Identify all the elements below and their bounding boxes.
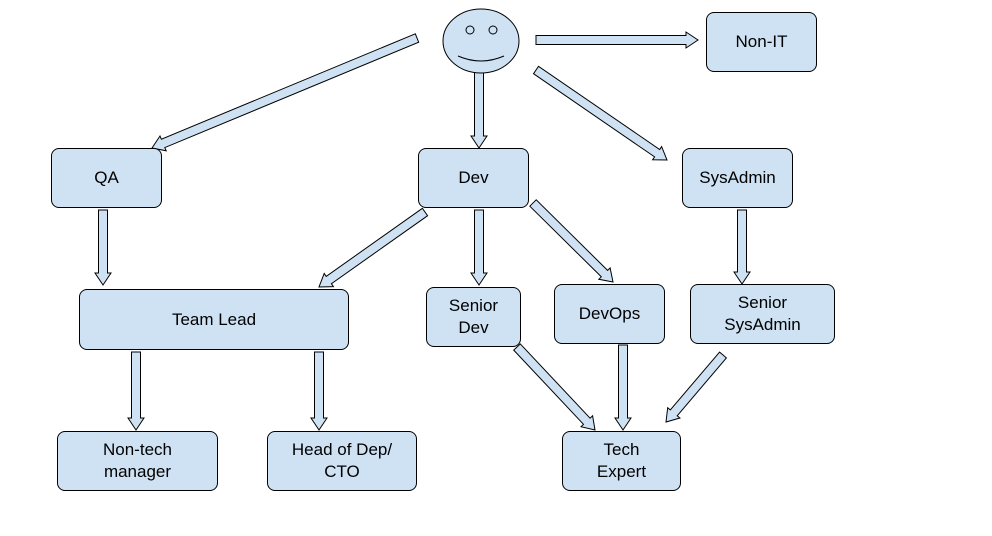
arrow-senior-dev-to-tech-expert — [512, 343, 596, 431]
node-label-line-1: Senior — [737, 293, 788, 312]
arrow-senior-sysadmin-to-tech-expert — [665, 351, 728, 423]
arrow-team-lead-to-head-of-dep — [310, 351, 328, 431]
arrows-layer — [94, 31, 751, 431]
arrow-dev-to-senior-dev — [470, 209, 488, 286]
node-label: Team Lead — [171, 309, 257, 329]
node-head-of-dep-cto[interactable]: Head of Dep/CTO — [267, 431, 417, 491]
node-qa[interactable]: QA — [51, 148, 162, 208]
node-dev[interactable]: Dev — [418, 148, 529, 208]
arrow-sysadmin-to-senior-sysadmin — [733, 209, 751, 285]
node-label-line-1: Senior — [448, 296, 499, 315]
node-devops[interactable]: DevOps — [554, 284, 665, 344]
node-label: Dev — [458, 168, 489, 187]
arrow-dev-to-devops — [529, 199, 614, 283]
arrow-devops-to-tech-expert — [614, 344, 632, 431]
arrow-face-to-dev — [470, 71, 488, 149]
node-non-it[interactable]: Non-IT — [706, 12, 817, 72]
arrow-face-to-sysadmin — [532, 65, 668, 161]
node-label-line-2: Expert — [596, 462, 647, 481]
node-label-line-1: Head of Dep/ — [291, 440, 393, 459]
person-icon — [442, 8, 520, 74]
node-label: Non-IT — [735, 32, 788, 51]
node-label-line-2: Dev — [458, 318, 489, 337]
arrow-face-to-non-it — [535, 31, 699, 49]
node-team-lead[interactable]: Team Lead — [79, 289, 349, 350]
node-label: QA — [94, 168, 119, 187]
node-label: SysAdmin — [699, 168, 776, 187]
node-non-tech-manager[interactable]: Non-tech manager — [57, 431, 218, 491]
arrow-face-to-qa — [151, 33, 420, 152]
face-left-eye — [465, 25, 475, 35]
node-label-line-2: CTO — [324, 462, 360, 481]
node-label-line-2: SysAdmin — [724, 315, 801, 334]
arrow-qa-to-team-lead — [94, 209, 112, 286]
smiley-face-icon — [442, 8, 520, 74]
node-sysadmin[interactable]: SysAdmin — [682, 148, 793, 208]
face-right-eye — [488, 25, 498, 35]
node-label-line-2: manager — [103, 462, 172, 481]
node-label-line-1: Non-tech — [103, 440, 172, 459]
node-label-line-1: Tech — [603, 440, 640, 459]
face-smile — [457, 55, 505, 62]
arrow-team-lead-to-non-tech-manager — [127, 351, 145, 431]
node-label: DevOps — [578, 304, 641, 323]
arrow-dev-to-team-lead — [318, 207, 429, 288]
